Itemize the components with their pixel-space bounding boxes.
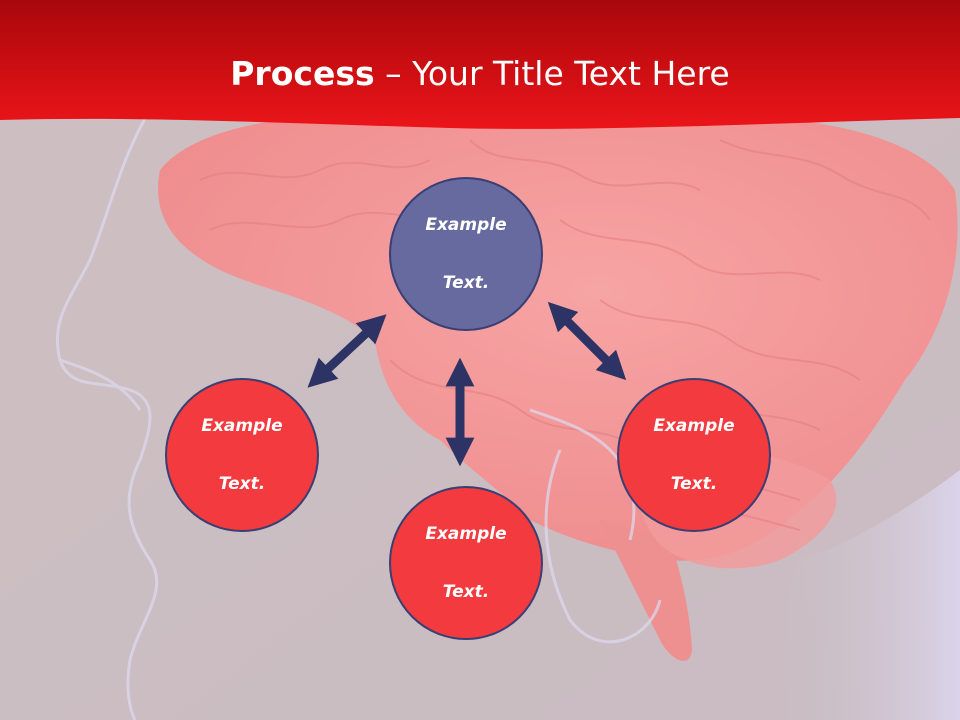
node-top-line2: Text. (442, 272, 490, 293)
node-right-line2: Text. (670, 473, 718, 494)
title-rest: Your Title Text Here (412, 54, 730, 93)
node-bottom-line2: Text. (442, 581, 490, 602)
title-banner (0, 0, 960, 129)
arrow-right-top (547, 301, 627, 381)
node-left-line2: Text. (218, 473, 266, 494)
node-top-line1: Example (425, 214, 507, 235)
node-right-line1: Example (653, 415, 735, 436)
node-bottom-line1: Example (425, 523, 507, 544)
title-dash: – (374, 54, 413, 93)
slide-title: Process – Your Title Text Here (0, 52, 960, 96)
arrow-left-top (307, 314, 387, 388)
node-left-line1: Example (201, 415, 283, 436)
title-bold: Process (230, 54, 375, 93)
